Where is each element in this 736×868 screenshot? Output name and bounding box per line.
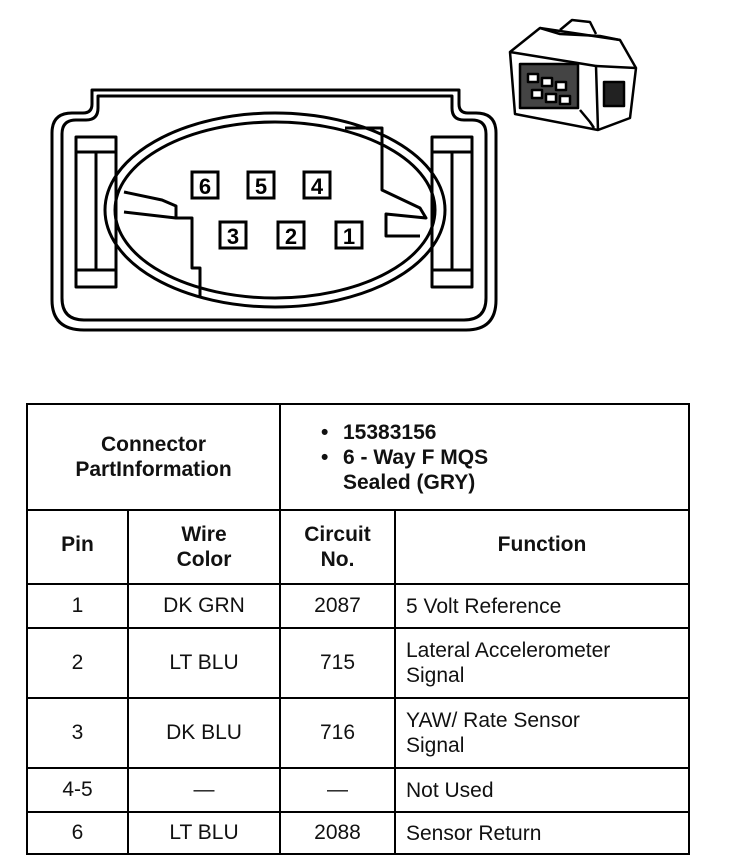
row-wire-color: DK GRN bbox=[127, 583, 281, 629]
row-circuit: 715 bbox=[279, 627, 396, 699]
row-function-line1: YAW/ Rate Sensor bbox=[406, 709, 580, 732]
pin-3-label: 3 bbox=[227, 224, 239, 249]
pin-6-label: 6 bbox=[199, 174, 211, 199]
pin-cavity-1: 1 bbox=[334, 220, 364, 250]
header-function: Function bbox=[393, 509, 691, 585]
connector-illustration bbox=[508, 18, 638, 132]
row-function: YAW/ Rate Sensor Signal bbox=[393, 697, 691, 769]
row-pin: 1 bbox=[26, 583, 129, 629]
table-row: 6 LT BLU 2088 Sensor Return bbox=[26, 811, 691, 855]
row-wire-color: DK BLU bbox=[127, 697, 281, 769]
row-wire-color: LT BLU bbox=[127, 627, 281, 699]
row-pin: 4-5 bbox=[26, 767, 129, 813]
connector-face-diagram: 6 5 4 3 2 1 bbox=[50, 18, 638, 332]
seal-inner bbox=[113, 120, 437, 300]
seal-outer bbox=[103, 111, 447, 309]
row-circuit: 2088 bbox=[279, 811, 396, 855]
part-info-label-line2: PartInformation bbox=[75, 458, 232, 481]
pin-cavity-4: 4 bbox=[302, 170, 332, 200]
header-pin: Pin bbox=[26, 509, 129, 585]
row-function: Not Used bbox=[393, 767, 691, 813]
connector-pin-table: Connector PartInformation 15383156 6 - W… bbox=[26, 403, 691, 855]
header-circuit: Circuit No. bbox=[279, 509, 396, 585]
part-info-label-cell: Connector PartInformation bbox=[26, 403, 281, 511]
pin-4-label: 4 bbox=[311, 174, 324, 199]
row-function-line2: Signal bbox=[406, 734, 465, 757]
row-function-line2: Signal bbox=[406, 664, 465, 687]
pin-cavity-5: 5 bbox=[246, 170, 276, 200]
row-function: 5 Volt Reference bbox=[393, 583, 691, 629]
part-info-label-line1: Connector bbox=[101, 433, 206, 456]
row-function-line1: Sensor Return bbox=[406, 821, 542, 845]
row-pin: 6 bbox=[26, 811, 129, 855]
table-row: 3 DK BLU 716 YAW/ Rate Sensor Signal bbox=[26, 697, 691, 769]
header-wire-color-line2: Color bbox=[176, 548, 232, 571]
row-circuit: 716 bbox=[279, 697, 396, 769]
row-function: Lateral Accelerometer Signal bbox=[393, 627, 691, 699]
pin-cavity-3: 3 bbox=[218, 220, 248, 250]
header-circuit-line2: No. bbox=[320, 548, 355, 571]
right-latch bbox=[430, 135, 474, 289]
table-row: 1 DK GRN 2087 5 Volt Reference bbox=[26, 583, 691, 629]
pin-2-label: 2 bbox=[285, 224, 297, 249]
part-info-values-cell: 15383156 6 - Way F MQS Sealed (GRY) bbox=[278, 403, 691, 511]
row-wire-color: LT BLU bbox=[127, 811, 281, 855]
row-function-line1: Not Used bbox=[406, 778, 494, 802]
part-number: 15383156 bbox=[321, 420, 688, 445]
row-function: Sensor Return bbox=[393, 811, 691, 855]
part-description: 6 - Way F MQS bbox=[321, 445, 688, 470]
right-key bbox=[345, 126, 428, 238]
row-circuit: — bbox=[279, 767, 396, 813]
part-description-cont: Sealed (GRY) bbox=[343, 470, 476, 494]
pin-cavity-2: 2 bbox=[276, 220, 306, 250]
pin-cavity-6: 6 bbox=[190, 170, 220, 200]
header-wire-color-line1: Wire bbox=[181, 523, 227, 546]
header-wire-color: Wire Color bbox=[127, 509, 281, 585]
row-pin: 3 bbox=[26, 697, 129, 769]
pin-5-label: 5 bbox=[255, 174, 267, 199]
pin-1-label: 1 bbox=[343, 224, 355, 249]
row-circuit: 2087 bbox=[279, 583, 396, 629]
left-key bbox=[123, 190, 178, 220]
table-row: 4-5 — — Not Used bbox=[26, 767, 691, 813]
row-wire-color: — bbox=[127, 767, 281, 813]
housing-inner-outline bbox=[60, 94, 488, 322]
row-function-line1: Lateral Accelerometer bbox=[406, 639, 611, 662]
bottom-key bbox=[176, 216, 202, 296]
housing-outline bbox=[50, 88, 498, 332]
header-circuit-line1: Circuit bbox=[304, 523, 371, 546]
table-row: 2 LT BLU 715 Lateral Accelerometer Signa… bbox=[26, 627, 691, 699]
row-pin: 2 bbox=[26, 627, 129, 699]
row-function-line1: 5 Volt Reference bbox=[406, 594, 562, 618]
